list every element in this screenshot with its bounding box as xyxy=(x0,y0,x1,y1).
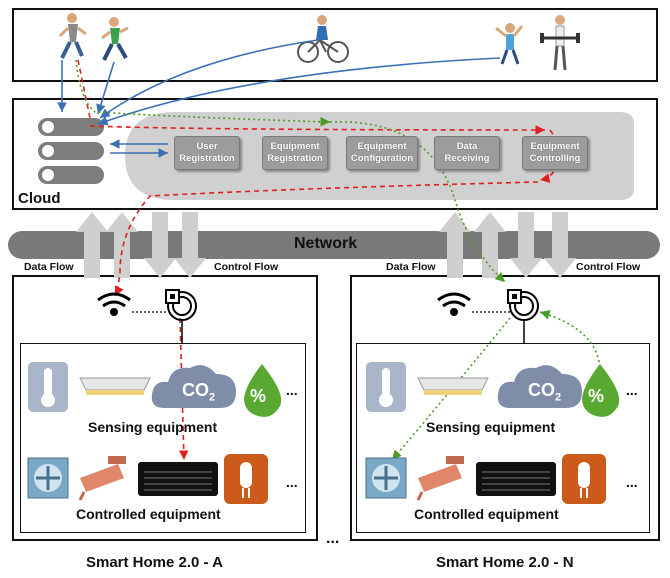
runner-icon-1 xyxy=(58,13,87,59)
home-a-controlled-ellipsis: ... xyxy=(286,474,298,490)
humidity-icon xyxy=(244,364,282,417)
home-n-controlled-label: Controlled equipment xyxy=(414,506,559,522)
server-icon xyxy=(38,118,104,184)
cloud-label: Cloud xyxy=(18,190,61,207)
fan-icon xyxy=(365,457,407,499)
air-conditioner-icon xyxy=(476,462,556,496)
home-n-data-flow-label: Data Flow xyxy=(386,261,436,273)
runner-icon-2 xyxy=(101,17,129,61)
fan-icon xyxy=(27,457,69,499)
home-n-co2-label: CO2 xyxy=(528,380,562,404)
home-a-controlled-label: Controlled equipment xyxy=(76,506,221,522)
camera-icon xyxy=(78,456,126,501)
home-n-sensing-ellipsis: ... xyxy=(626,382,638,398)
home-n-title: Smart Home 2.0 - N xyxy=(436,554,574,571)
home-a-sensing-ellipsis: ... xyxy=(286,382,298,398)
home-n-arrows xyxy=(439,212,576,278)
gateway-icon xyxy=(507,289,539,321)
light-panel-icon xyxy=(417,377,489,395)
home-a-data-flow-label: Data Flow xyxy=(24,261,74,273)
light-panel-icon xyxy=(79,377,151,395)
air-conditioner-icon xyxy=(138,462,218,496)
home-n-humidity-label: % xyxy=(588,386,605,406)
home-a-humidity-label: % xyxy=(250,386,267,406)
cyclist-icon xyxy=(297,15,349,63)
heater-icon xyxy=(562,454,606,504)
network-label: Network xyxy=(294,235,358,252)
home-a-co2-label: CO2 xyxy=(182,380,216,404)
jumper-icon xyxy=(495,23,524,65)
wifi-icon xyxy=(97,292,131,316)
wifi-icon xyxy=(437,292,471,316)
thermometer-icon xyxy=(28,362,68,412)
humidity-icon xyxy=(582,364,620,417)
gateway-icon xyxy=(165,289,197,321)
camera-icon xyxy=(416,456,464,501)
co2-cloud-icon xyxy=(497,365,582,408)
home-n-controlled-ellipsis: ... xyxy=(626,474,638,490)
home-a-sensing-label: Sensing equipment xyxy=(88,419,218,435)
thermometer-icon xyxy=(366,362,406,412)
home-a-title: Smart Home 2.0 - A xyxy=(86,554,223,571)
weightlifter-icon xyxy=(540,15,580,71)
heater-icon xyxy=(224,454,268,504)
between-homes-ellipsis: ... xyxy=(326,530,340,547)
co2-cloud-icon xyxy=(151,365,236,408)
home-a-control-flow-label: Control Flow xyxy=(214,261,279,273)
home-n-control-flow-label: Control Flow xyxy=(576,261,641,273)
home-a-arrows xyxy=(76,212,206,278)
home-n-sensing-label: Sensing equipment xyxy=(426,419,556,435)
